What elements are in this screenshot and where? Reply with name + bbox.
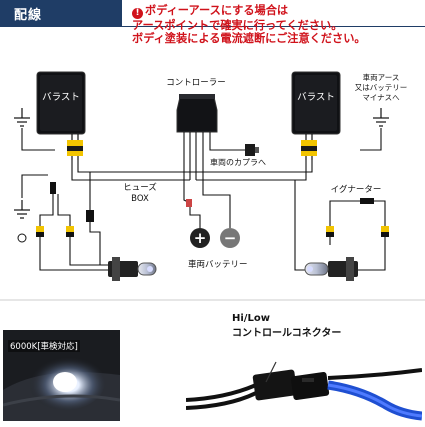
exclamation-icon: ! [132, 8, 143, 19]
hi-low-connector-photo [185, 330, 423, 423]
ground-note-3: マイナスへ [362, 93, 400, 102]
ballast-right-label: バラスト [297, 92, 335, 103]
section-header: 配線 [0, 0, 122, 26]
ballast-left [36, 71, 86, 135]
ground-note-1: 車両アース [363, 72, 400, 82]
controller-label: コントローラー [166, 78, 226, 88]
warning-note: !ボディーアースにする場合は アースポイントで確実に行ってください。 ボディ塗装… [132, 4, 422, 45]
fuse-icon [186, 199, 192, 207]
section-title: 配線 [14, 7, 43, 23]
plug-right-2 [381, 226, 389, 237]
warning-line-3: ボディ塗装による電流遮断にご注意ください。 [132, 32, 366, 45]
vehicle-coupler-label: 車両のカプラへ [210, 157, 266, 167]
hi-low-caption: Hi/Low [232, 313, 270, 324]
plug-left-2 [66, 226, 74, 237]
ground-note-2: 又はバッテリー [355, 83, 408, 92]
fuse-label-1: ヒューズ [123, 182, 157, 193]
ballast-right-connector [301, 140, 317, 156]
igniter-label: イグナーター [331, 184, 382, 195]
ground-point-left [17, 233, 27, 243]
battery-minus-terminal: − [220, 228, 240, 248]
plug-right-1 [326, 226, 334, 237]
ground-symbol-left-top [14, 108, 30, 127]
connector-caption: コントロールコネクター [232, 328, 342, 339]
warning-line-2: アースポイントで確実に行ってください。 [132, 19, 343, 32]
fuse-label-2: BOX [131, 194, 149, 204]
svg-text:−: − [224, 229, 237, 247]
headlight-photo [3, 330, 120, 421]
hid-bulb-right [304, 257, 358, 281]
igniter-left [50, 182, 56, 194]
battery-plus-terminal: + [190, 228, 210, 248]
ballast-left-connector [67, 140, 83, 156]
photo-caption-6000k: 6000K[車検対応] [8, 340, 80, 352]
vehicle-coupler-plug [245, 144, 259, 156]
ballast-right [291, 71, 341, 135]
ground-symbol-left-bottom [14, 200, 30, 219]
hid-bulb-left [108, 257, 157, 281]
plug-left-3 [86, 210, 94, 222]
battery-label: 車両バッテリー [188, 259, 248, 270]
svg-text:+: + [194, 229, 207, 247]
warning-line-1: !ボディーアースにする場合は [132, 4, 422, 19]
controller-relay [176, 94, 218, 133]
igniter-right [360, 198, 374, 204]
ballast-left-label: バラスト [42, 92, 80, 103]
header-divider [0, 26, 425, 27]
plug-left-1 [36, 226, 44, 237]
ground-symbol-right [373, 108, 389, 127]
